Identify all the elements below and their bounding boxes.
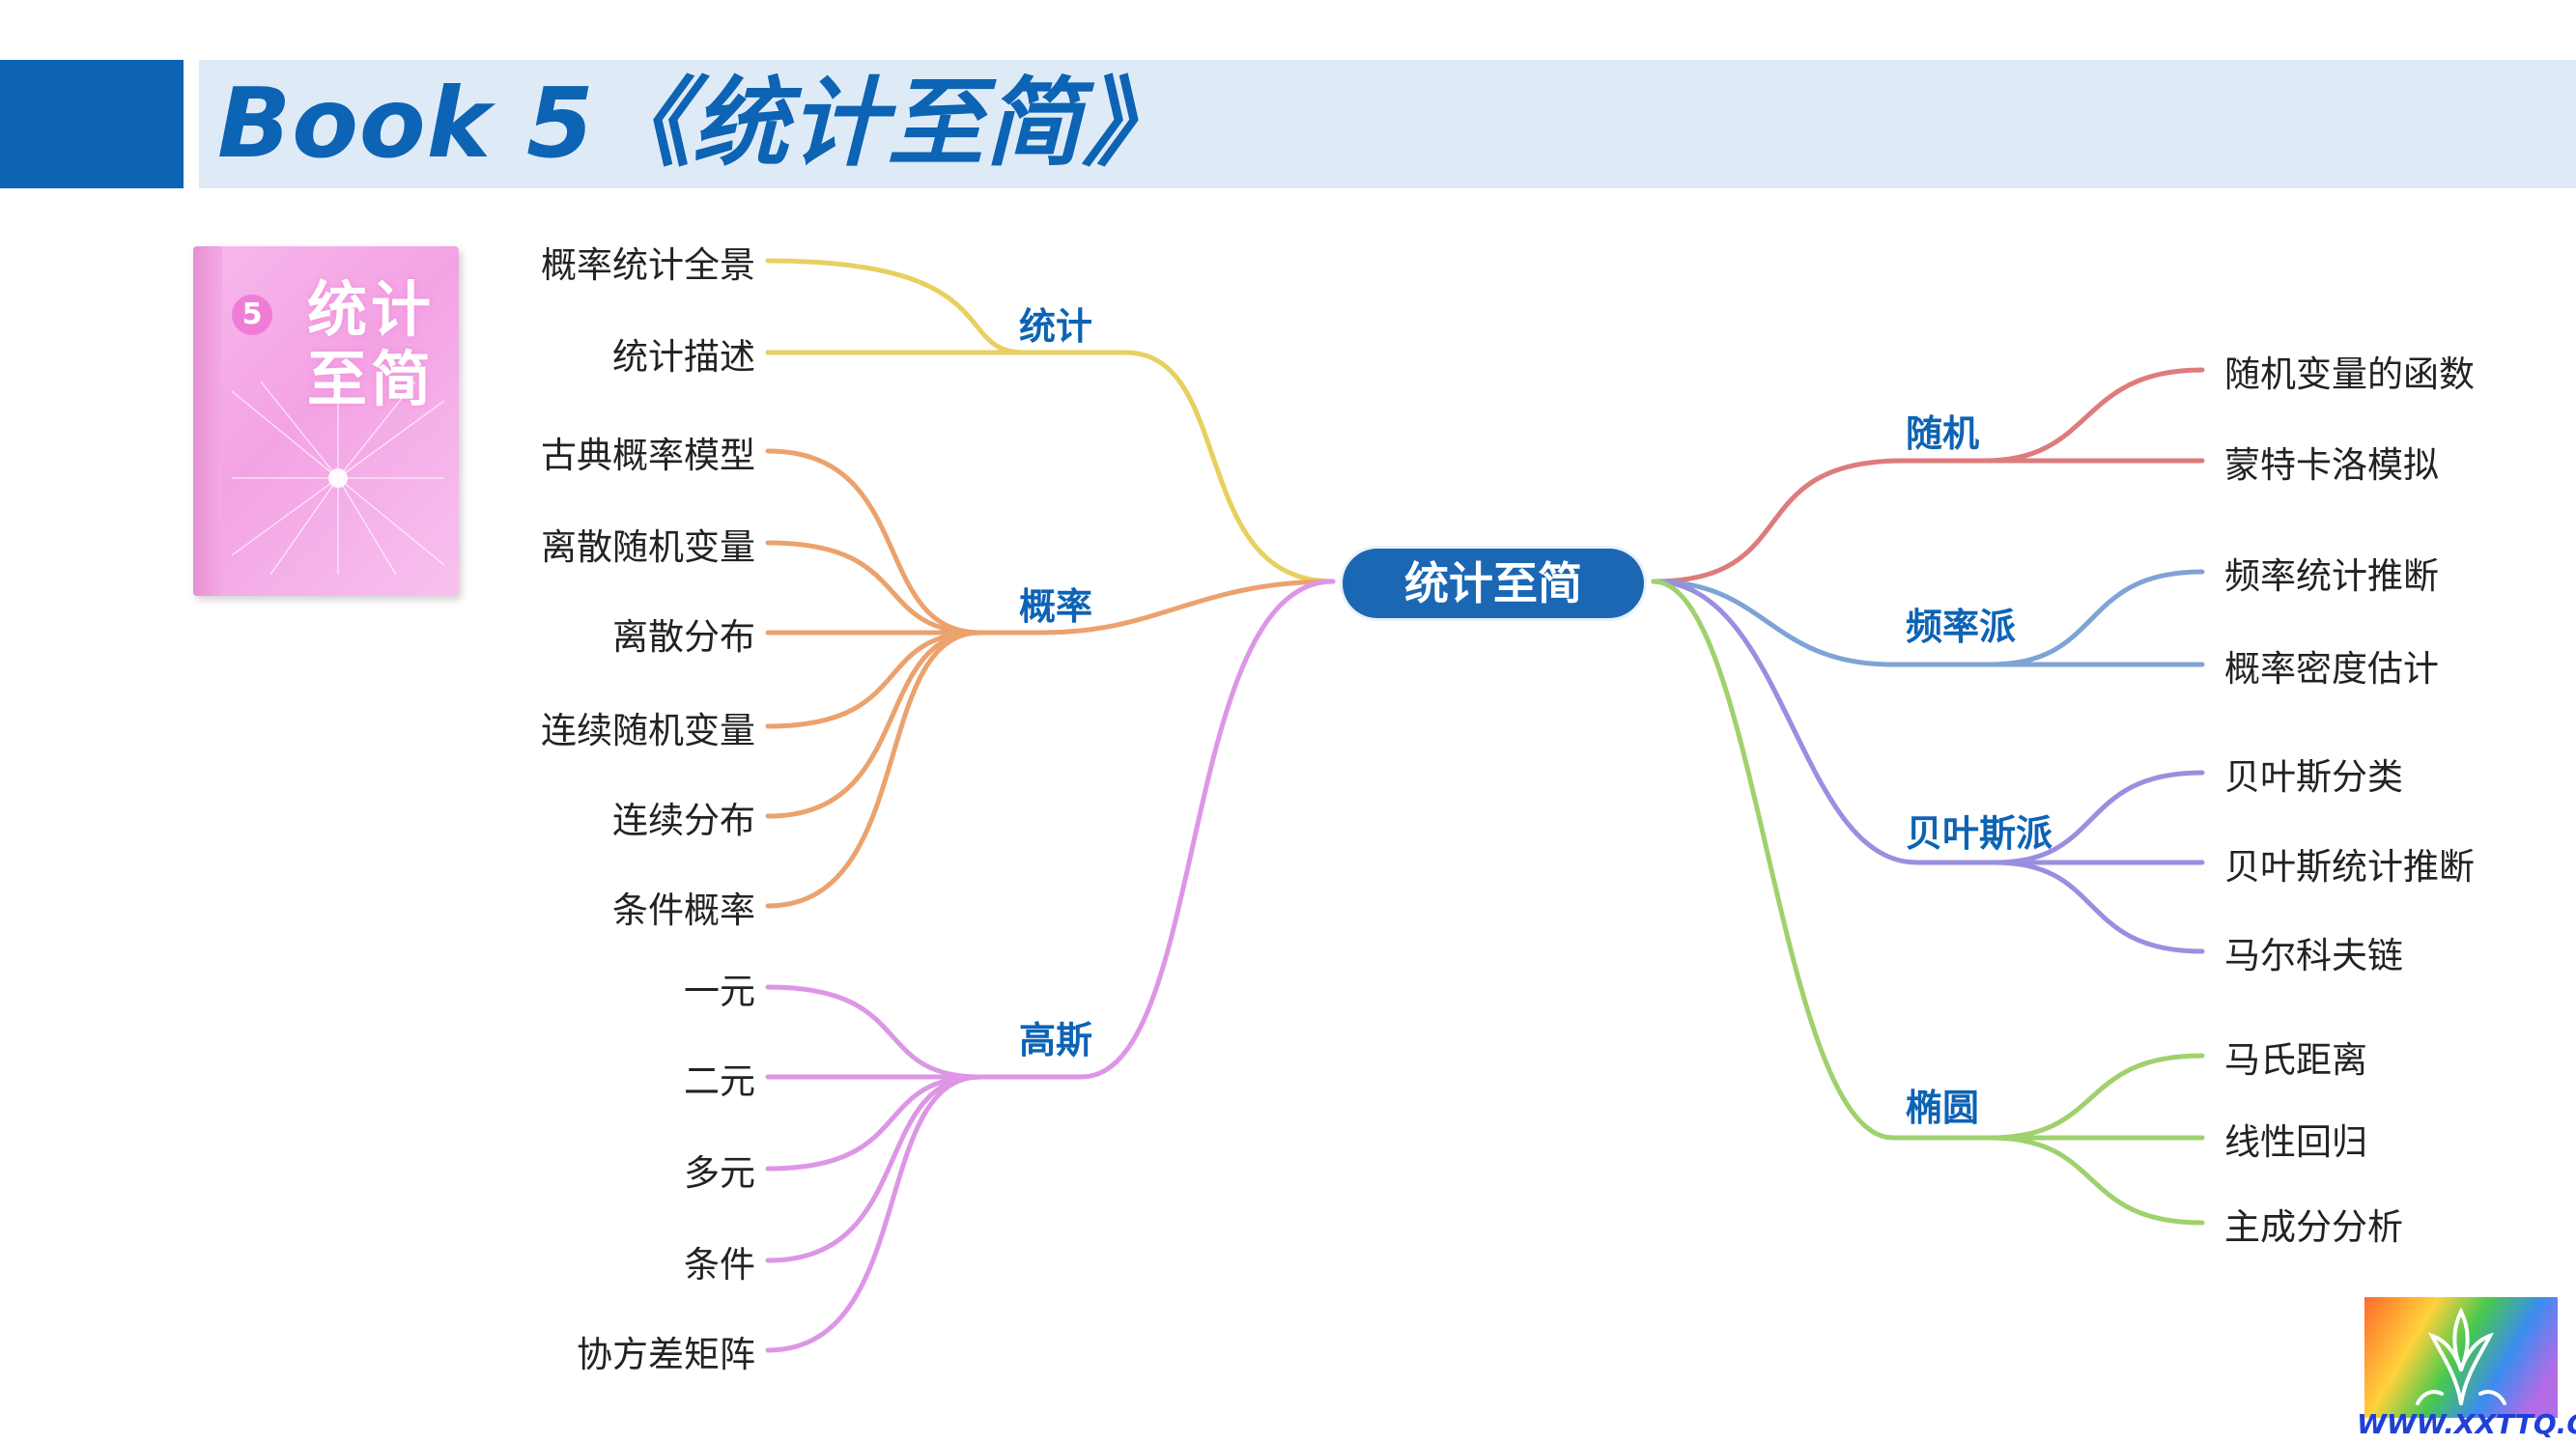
page-title: Book 5《统计至简》	[217, 67, 1180, 180]
leaf-gaosi-1: 二元	[684, 1060, 755, 1102]
header-accent-block	[0, 60, 184, 188]
leaf-gailv-2: 离散分布	[612, 616, 755, 658]
leaf-gaosi-0: 一元	[684, 971, 755, 1012]
leaf-suiji-0: 随机变量的函数	[2224, 353, 2475, 395]
branch-suiji: 随机	[1906, 412, 1980, 455]
book-number-badge: 5	[232, 295, 272, 335]
header-bar	[199, 60, 2576, 188]
book-cover-rays	[232, 382, 444, 575]
leaf-tuoyuan-0: 马氏距离	[2224, 1039, 2367, 1081]
leaf-tuoyuan-2: 主成分分析	[2224, 1206, 2403, 1248]
center-node: 统计至简	[1343, 549, 1644, 618]
iris-flower-icon	[2416, 1307, 2506, 1405]
book-cover: 5 统计至简	[193, 246, 459, 596]
book-spine	[193, 246, 222, 596]
branch-pinlv: 频率派	[1906, 606, 2017, 648]
book-cover-title: 统计至简	[307, 274, 436, 414]
leaf-gaosi-2: 多元	[684, 1152, 755, 1194]
leaf-tongji-0: 概率统计全景	[541, 244, 755, 286]
leaf-gailv-3: 连续随机变量	[541, 710, 755, 751]
branch-tongji: 统计	[1019, 305, 1093, 348]
leaf-tongji-1: 统计描述	[612, 336, 755, 378]
leaf-gailv-4: 连续分布	[612, 800, 755, 841]
branch-tuoyuan: 椭圆	[1906, 1087, 1980, 1129]
leaf-gailv-5: 条件概率	[612, 890, 755, 931]
leaf-beiyesi-1: 贝叶斯统计推断	[2224, 846, 2475, 888]
leaf-gaosi-4: 协方差矩阵	[577, 1334, 755, 1375]
leaf-gailv-1: 离散随机变量	[541, 526, 755, 568]
leaf-beiyesi-2: 马尔科夫链	[2224, 935, 2403, 976]
branch-gaosi: 高斯	[1019, 1019, 1093, 1061]
leaf-pinlv-1: 概率密度估计	[2224, 648, 2439, 690]
branch-beiyesi: 贝叶斯派	[1906, 812, 2053, 855]
leaf-suiji-1: 蒙特卡洛模拟	[2224, 444, 2439, 486]
site-logo	[2364, 1297, 2558, 1418]
leaf-tuoyuan-1: 线性回归	[2224, 1121, 2367, 1163]
leaf-gaosi-3: 条件	[684, 1244, 755, 1286]
branch-gailv: 概率	[1019, 585, 1093, 628]
leaf-gailv-0: 古典概率模型	[541, 435, 755, 476]
site-logo-text: WWW.XXTTQ.COM	[2357, 1408, 2576, 1440]
leaf-beiyesi-0: 贝叶斯分类	[2224, 756, 2403, 798]
leaf-pinlv-0: 频率统计推断	[2224, 555, 2439, 597]
